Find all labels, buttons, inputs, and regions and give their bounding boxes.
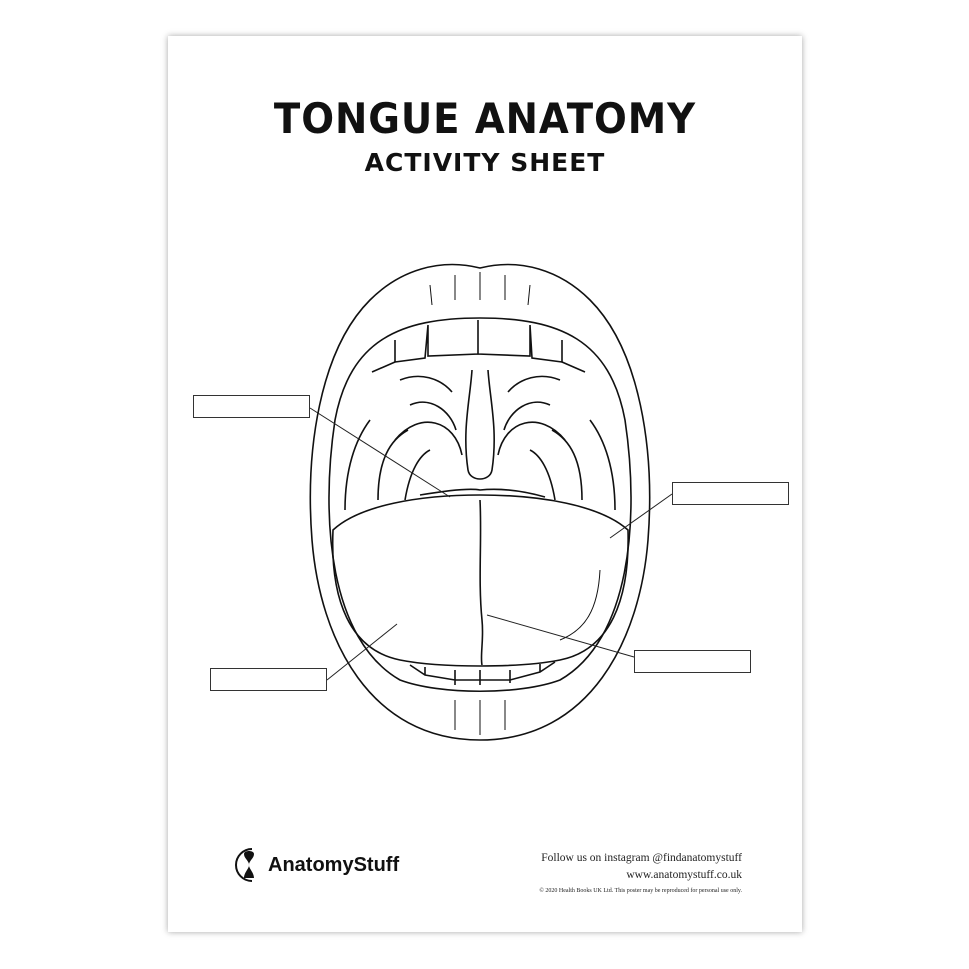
leader-lines [309,407,673,681]
logo-figure-icon [235,848,254,882]
label-box-right[interactable] [672,482,789,505]
upper-teeth [371,320,586,373]
anatomystuff-logo: AnatomyStuff [232,846,399,884]
leader-line-lower-left [326,623,398,681]
website-link[interactable]: www.anatomystuff.co.uk [626,869,742,881]
leader-line-upper-left [309,407,451,498]
outer-lips [309,263,651,741]
mouth-diagram [309,263,673,741]
label-box-upper-left[interactable] [193,395,310,418]
tongue [331,494,629,667]
page-subtitle: ACTIVITY SHEET [364,148,606,177]
copyright-text: © 2020 Health Books UK Ltd. This poster … [539,888,742,894]
lower-teeth [409,661,556,685]
activity-sheet: TONGUE ANATOMY ACTIVITY SHEET [168,36,802,932]
mouth-opening [328,317,632,692]
leader-line-right [609,493,673,539]
label-box-lower-right[interactable] [634,650,751,673]
leader-line-lower-right [486,614,635,658]
palate-and-uvula [344,369,616,511]
logo-text: AnatomyStuff [268,853,400,876]
label-box-lower-left[interactable] [210,668,327,691]
instagram-text: Follow us on instagram @findanatomystuff [541,852,742,864]
lip-lines [429,272,531,735]
page-title: TONGUE ANATOMY [273,94,697,143]
